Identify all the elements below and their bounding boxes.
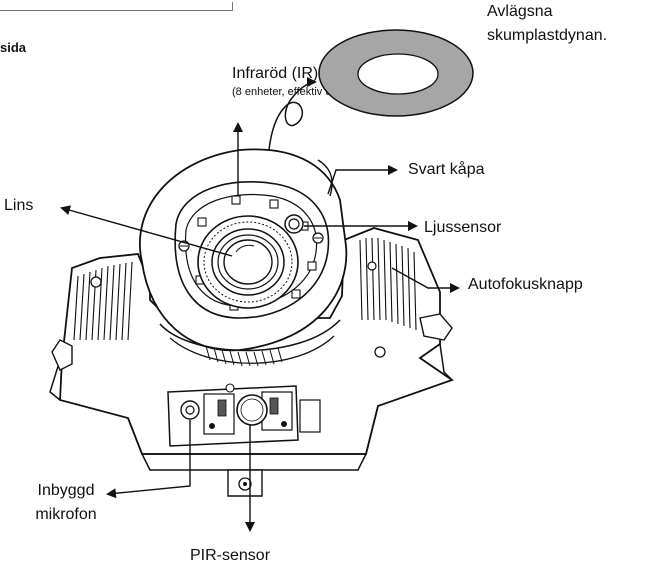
foam-pad-ring xyxy=(318,29,474,117)
label-light-sensor: Ljussensor xyxy=(424,219,502,236)
callout-black-cover xyxy=(327,165,398,195)
label-microphone-line1: Inbyggd xyxy=(37,482,95,499)
cooling-fins-right xyxy=(359,237,417,331)
front-sensor-panel xyxy=(167,383,321,447)
callout-autofocus xyxy=(391,267,460,293)
label-pir-sensor: PIR-sensor xyxy=(190,547,271,564)
foam-pad-note-line1: Avlägsna xyxy=(487,3,553,20)
label-microphone-line2: mikrofon xyxy=(35,506,97,523)
label-autofocus-button: Autofokusknapp xyxy=(468,276,583,293)
callout-lines xyxy=(60,122,460,532)
section-label: sida xyxy=(0,40,27,55)
foam-pad-curl xyxy=(267,77,317,181)
light-sensor xyxy=(284,214,304,234)
pir-sensor-dome xyxy=(236,394,268,426)
header-rule xyxy=(0,2,233,11)
foam-pad-note-line2: skumplastdynan. xyxy=(487,27,608,44)
lens-assembly xyxy=(197,215,299,309)
callout-lens xyxy=(60,205,233,257)
label-black-cover: Svart kåpa xyxy=(408,161,485,178)
callout-microphone xyxy=(106,420,191,499)
label-lens: Lins xyxy=(4,197,34,214)
